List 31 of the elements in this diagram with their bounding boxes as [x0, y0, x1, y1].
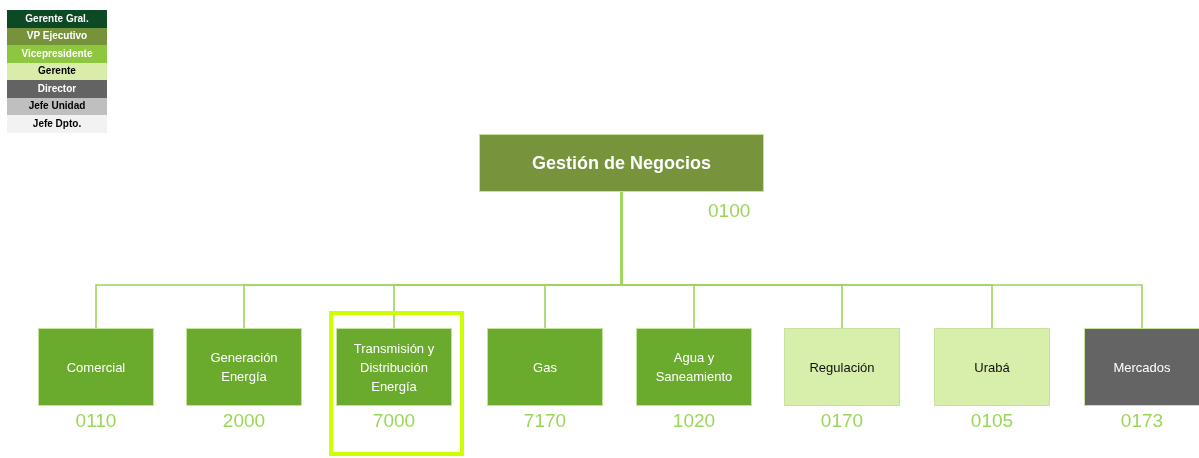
unit-code: 0105: [969, 411, 1015, 430]
department-box: [479, 134, 764, 192]
legend-entry: Director: [7, 80, 107, 98]
unit-code: 7000: [371, 411, 417, 430]
unit-name: Gestión de Negocios: [531, 151, 711, 175]
unit-code: 0173: [1119, 411, 1165, 430]
unit-box: [186, 328, 302, 406]
unit-name: Gas: [533, 358, 557, 377]
unit-name: Agua y Saneamiento: [654, 349, 734, 386]
unit-box: [487, 328, 603, 406]
legend-entry: Jefe Dpto.: [7, 115, 107, 133]
unit-name: Transmisión y Distribución Energía: [352, 339, 436, 396]
unit-code: 0110: [74, 411, 118, 430]
unit-code: 2000: [221, 411, 267, 430]
unit-name: Mercados: [1113, 358, 1171, 377]
unit-name: Urabá: [974, 358, 1010, 377]
unit-box: [784, 328, 900, 406]
unit-code: 0170: [819, 411, 865, 430]
unit-box: [934, 328, 1050, 406]
unit-code: 0100: [708, 201, 751, 220]
unit-box: [1084, 328, 1199, 406]
legend-entry: Gerente Gral.: [7, 10, 107, 28]
unit-box: [336, 328, 452, 406]
unit-box: [38, 328, 154, 406]
unit-code: 1020: [671, 411, 717, 430]
unit-box: [636, 328, 752, 406]
unit-name: Generación Energía: [209, 349, 279, 386]
unit-code: 7170: [522, 411, 568, 430]
legend-entry: Vicepresidente: [7, 45, 107, 63]
unit-name: Regulación: [809, 358, 875, 377]
unit-name: Comercial: [66, 358, 126, 377]
